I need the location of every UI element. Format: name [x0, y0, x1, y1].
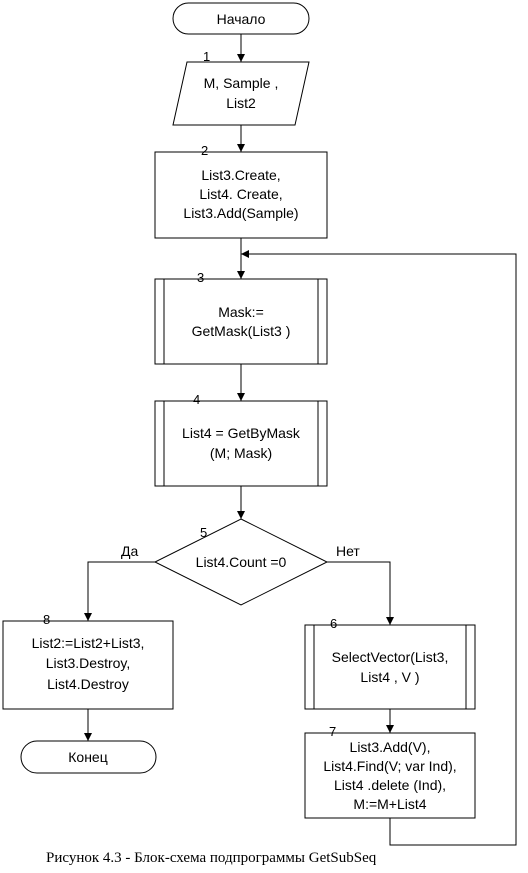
block-4-number: 4 [193, 392, 200, 407]
block-6-predefined-process: 6 SelectVector(List3, List4 , V ) [304, 616, 476, 710]
arrowhead-into-1 [237, 54, 245, 62]
block-5-condition: List4.Count =0 [196, 554, 287, 570]
block-1-line-2: List2 [226, 95, 256, 111]
start-label: Начало [217, 11, 266, 27]
block-1-parallelogram [172, 61, 310, 126]
block-2-line-3: List3.Add(Sample) [183, 205, 298, 221]
arrowhead-into-7 [386, 725, 394, 733]
block-6-line-2: List4 , V ) [360, 669, 419, 685]
block-5-diamond [153, 518, 329, 606]
block-2-number: 2 [201, 143, 208, 158]
block-1-input: 1 M, Sample , List2 [172, 49, 310, 126]
arrowhead-into-end [84, 733, 92, 741]
block-6-rect [304, 624, 476, 710]
block-4-predefined-process: 4 List4 = GetByMask (M; Mask) [154, 392, 328, 487]
edge-5-yes-to-8 [87, 561, 155, 621]
block-6-number: 6 [330, 616, 337, 631]
block-1-number: 1 [203, 49, 210, 64]
arrowhead-into-6 [386, 617, 394, 625]
block-8-process: 8 List2:=List2+List3, List3.Destroy, Lis… [2, 612, 174, 710]
edges [87, 34, 517, 846]
block-1-line-1: M, Sample , [204, 75, 279, 91]
block-3-rect [154, 278, 328, 365]
branch-yes-label: Да [121, 543, 138, 559]
figure-caption: Рисунок 4.3 - Блок-схема подпрограммы Ge… [46, 850, 377, 866]
block-7-process: 7 List3.Add(V), List4.Find(V; var Ind), … [304, 724, 476, 819]
block-8-rect [2, 620, 174, 710]
block-2-line-2: List4. Create, [199, 186, 282, 202]
block-4-line-2: (M; Mask) [210, 445, 272, 461]
branch-no-label: Нет [336, 543, 360, 559]
block-7-line-2: List4.Find(V; var Ind), [323, 758, 456, 774]
arrowhead-loop-left [241, 250, 249, 258]
block-4-rect [154, 400, 328, 487]
start-terminator [172, 2, 310, 35]
block-3-line-2: GetMask(List3 ) [192, 323, 291, 339]
block-8-number: 8 [43, 612, 50, 627]
block-2-rect [154, 151, 328, 239]
end-label: Конец [68, 749, 107, 765]
edge-7-loop-to-3 [241, 253, 517, 846]
arrowhead-into-4 [237, 393, 245, 401]
arrowhead-into-5 [237, 511, 245, 519]
block-8-line-1: List2:=List2+List3, [32, 635, 145, 651]
block-6-line-1: SelectVector(List3, [332, 649, 449, 665]
block-5-decision: 5 List4.Count =0 Да Нет [121, 518, 360, 606]
block-7-line-1: List3.Add(V), [350, 739, 431, 755]
block-3-line-1: Mask:= [218, 304, 264, 320]
edge-5-no-to-6 [327, 561, 391, 625]
start-node: Начало [172, 2, 310, 35]
block-7-rect [304, 732, 476, 819]
block-4-line-1: List4 = GetByMask [182, 425, 301, 441]
block-5-number: 5 [200, 525, 207, 540]
block-3-predefined-process: 3 Mask:= GetMask(List3 ) [154, 270, 328, 365]
block-8-line-2: List3.Destroy, [46, 655, 131, 671]
block-7-line-3: List4 .delete (Ind), [334, 777, 446, 793]
block-2-process: 2 List3.Create, List4. Create, List3.Add… [154, 143, 328, 239]
block-3-number: 3 [197, 270, 204, 285]
block-2-line-1: List3.Create, [201, 167, 280, 183]
arrowhead-into-3 [237, 271, 245, 279]
block-7-line-4: M:=M+List4 [353, 796, 426, 812]
arrowhead-into-8 [84, 613, 92, 621]
end-node: Конец [20, 740, 157, 774]
block-8-line-3: List4.Destroy [47, 676, 129, 692]
block-7-number: 7 [329, 724, 336, 739]
end-terminator [20, 740, 157, 774]
arrowheads [84, 54, 394, 741]
arrowhead-into-2 [237, 144, 245, 152]
